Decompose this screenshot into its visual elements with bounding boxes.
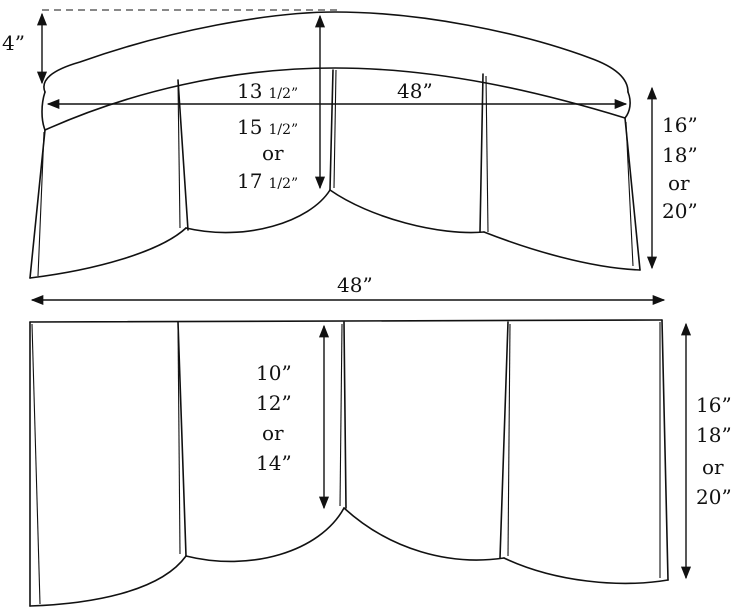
center-width-label: 48” — [397, 79, 433, 103]
cornice-top-edge — [43, 11, 629, 93]
hem-scallop-5 — [29, 555, 187, 607]
skirt-right-side-2 — [661, 319, 669, 581]
hem-scallop-6 — [185, 507, 345, 563]
cornice-left-end — [41, 91, 46, 131]
hem-scallop-3 — [329, 189, 485, 234]
mid-length-or: or — [262, 141, 284, 165]
skirt-left-side — [29, 129, 46, 279]
side-length-or: or — [668, 171, 690, 195]
side-length-option-3-b: 20” — [696, 485, 732, 509]
side-length-option-2: 18” — [662, 143, 698, 167]
straight-valance: 10” 12” or 14” 16” 18” or 20” — [29, 319, 732, 607]
pleat-right — [479, 73, 484, 233]
mid-length-labels-2: 10” 12” or 14” — [256, 361, 292, 475]
mid-length-option-2-b: 12” — [256, 391, 292, 415]
hem-scallop-8 — [503, 557, 669, 585]
mid-length-option-1-b: 10” — [256, 361, 292, 385]
mid-length-or-b: or — [262, 421, 284, 445]
side-length-option-2-b: 18” — [696, 423, 732, 447]
hem-scallop-4 — [483, 231, 641, 271]
side-length-labels-2: 16” 18” or 20” — [696, 393, 732, 509]
top-rail — [29, 319, 663, 323]
side-length-option-3: 20” — [662, 199, 698, 223]
hem-scallop-1 — [29, 227, 187, 279]
hem-scallop-2 — [185, 189, 331, 234]
pleat-center-2 — [343, 321, 347, 509]
pleat-center — [329, 69, 334, 191]
side-length-option-1-b: 16” — [696, 393, 732, 417]
cornice-right-end — [624, 91, 631, 119]
side-length-or-b: or — [702, 455, 724, 479]
side-length-labels: 16” 18” or 20” — [662, 113, 698, 223]
drop-label: 4” — [2, 31, 25, 55]
overall-width-label: 48” — [337, 273, 373, 297]
pleat-left-2 — [177, 321, 187, 557]
cornice-bottom-edge — [44, 67, 626, 131]
pleat-right-2 — [499, 321, 509, 559]
side-length-option-1: 16” — [662, 113, 698, 137]
hem-scallop-7 — [343, 507, 505, 561]
mid-length-option-3-b: 14” — [256, 451, 292, 475]
